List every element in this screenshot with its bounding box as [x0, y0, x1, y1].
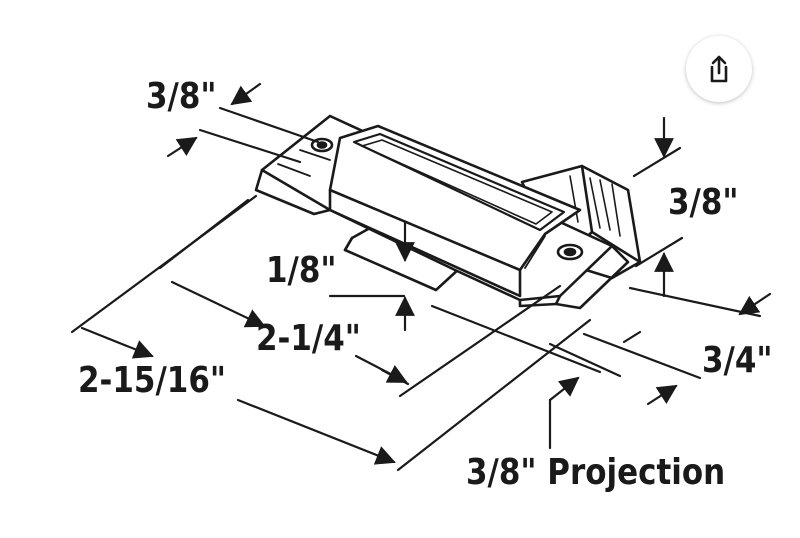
sash-lock-part [254, 114, 642, 310]
share-icon [710, 55, 728, 83]
dim-label-top-hole-width: 3/8" [146, 76, 217, 117]
dimension-lines [70, 82, 772, 472]
dim-label-tab-depth: 1/8" [266, 250, 337, 291]
dim-label-base-width: 3/4" [702, 340, 773, 381]
share-button[interactable] [686, 36, 752, 102]
dim-label-projection: 3/8" Projection [466, 452, 726, 493]
dim-label-right-height: 3/8" [668, 182, 739, 223]
dim-label-overall-length: 2-15/16" [78, 360, 227, 401]
dim-label-hole-spacing: 2-1/4" [256, 318, 361, 359]
